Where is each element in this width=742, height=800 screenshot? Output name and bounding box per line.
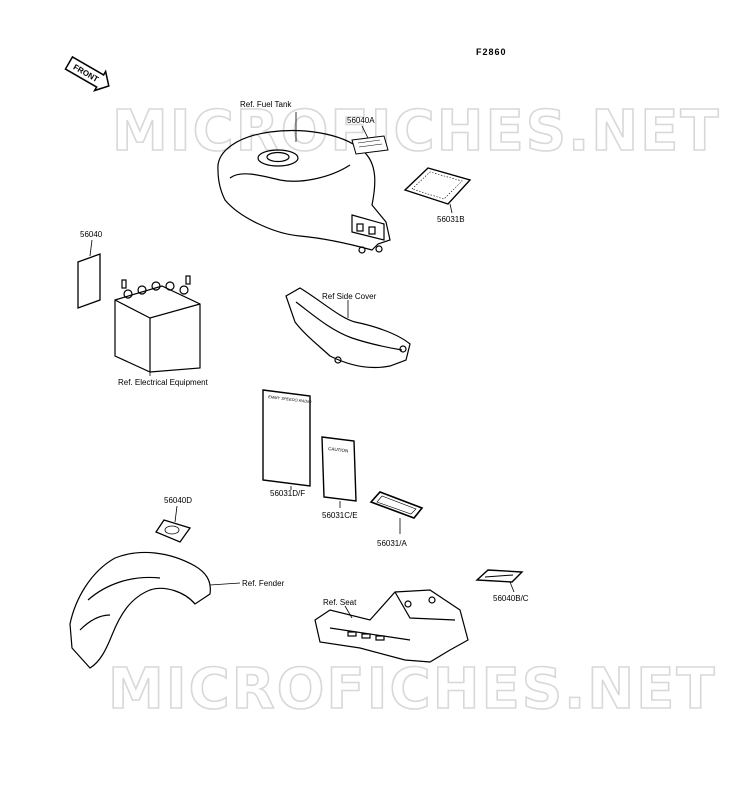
label-56040D: 56040D (164, 496, 192, 505)
decal-56040A (351, 135, 389, 155)
label-electrical: Ref. Electrical Equipment (118, 378, 209, 387)
label-56040BC: 56040B/C (493, 594, 529, 603)
decal-56031CE: CAUTION (321, 436, 357, 502)
figure-code: F2860 (476, 47, 507, 57)
watermark-top: MICROFICHES.NET (112, 99, 721, 164)
decal-56040BC (475, 569, 524, 583)
label-fender: Ref. Fender (242, 579, 285, 588)
decal-56031B (403, 167, 472, 205)
label-side-cover: Ref Side Cover (322, 292, 377, 301)
label-56031CE: 56031C/E (322, 511, 358, 520)
decal-56031A (369, 491, 424, 519)
seat-drawing (314, 589, 469, 663)
side-cover-drawing (285, 287, 411, 369)
label-56040: 56040 (80, 230, 103, 239)
label-56031A: 56031/A (377, 539, 407, 548)
front-arrow-icon: FRONT (64, 55, 110, 92)
fuel-tank-drawing (217, 130, 391, 254)
label-56040A: 56040A (347, 116, 375, 125)
label-seat: Ref. Seat (323, 598, 357, 607)
decal-56040D (155, 519, 192, 543)
watermark-bottom: MICROFICHES.NET (108, 657, 717, 722)
label-56031B: 56031B (437, 215, 465, 224)
fender-drawing (69, 551, 211, 669)
battery-drawing (114, 275, 201, 373)
label-fuel-tank: Ref. Fuel Tank (240, 100, 292, 109)
decal-56031DF-text: EMMY SPEEDO RADIO (268, 394, 312, 404)
label-56031DF: 56031D/F (270, 489, 305, 498)
decal-56031DF: EMMY SPEEDO RADIO (262, 389, 312, 487)
decal-56031CE-text: CAUTION (328, 446, 349, 453)
decal-56040 (77, 253, 101, 309)
